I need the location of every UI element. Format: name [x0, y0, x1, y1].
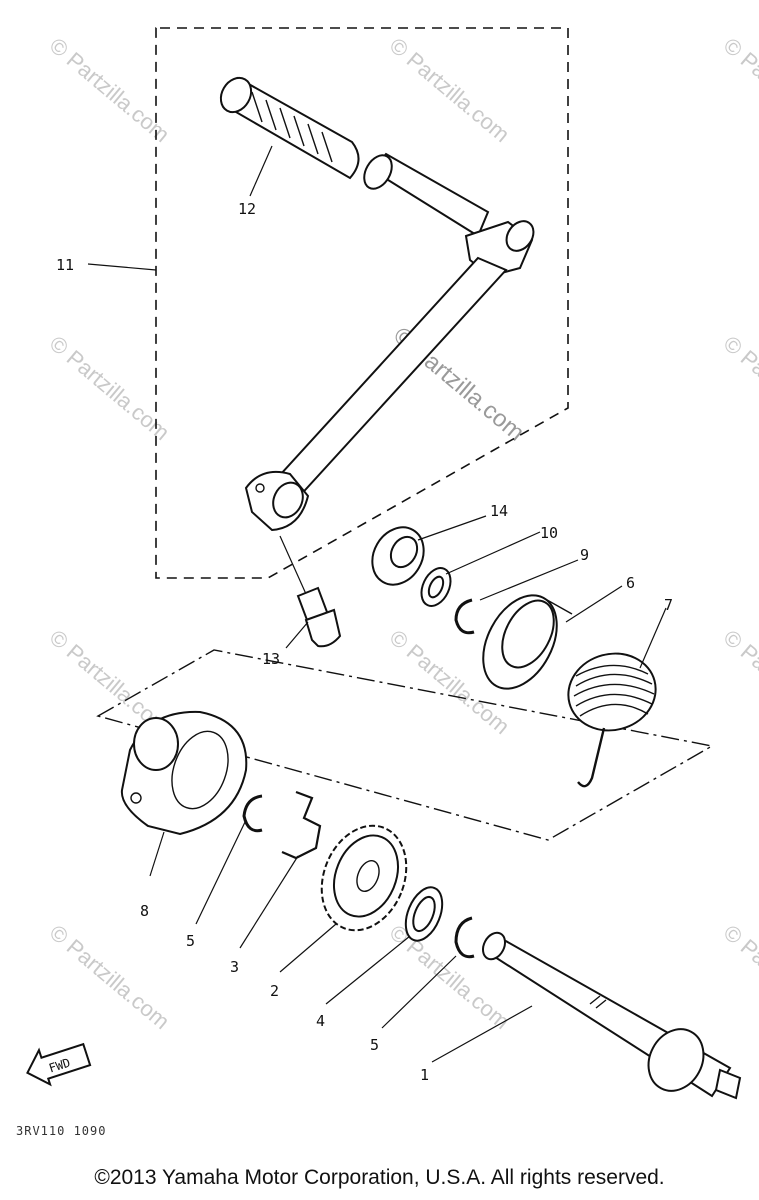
callout-13: 13	[262, 650, 280, 668]
kick-case	[120, 710, 248, 836]
watermark: © Partzilla.com	[45, 331, 175, 445]
bearing	[371, 526, 425, 586]
circlip-upper	[454, 598, 475, 635]
callout-10: 10	[540, 524, 558, 542]
kick-axle	[481, 931, 742, 1100]
watermark: © Partzilla.com	[385, 33, 515, 147]
callout-5-left: 5	[186, 932, 195, 950]
callout-4: 4	[316, 1012, 325, 1030]
callout-labels: 12 11 13 14 10 9 6 7 8 5 3 2 4 5 1	[56, 200, 673, 1084]
callout-9: 9	[580, 546, 589, 564]
leader-lines	[87, 145, 667, 1063]
fwd-label: FWD	[47, 1056, 72, 1076]
kick-gear	[320, 824, 408, 932]
callout-6: 6	[626, 574, 635, 592]
watermark: © Partzilla.com	[719, 331, 759, 445]
washer-lower	[404, 886, 444, 942]
callout-5-right: 5	[370, 1036, 379, 1054]
callout-2: 2	[270, 982, 279, 1000]
callout-1: 1	[420, 1066, 429, 1084]
kick-crank-grip	[219, 76, 360, 180]
kick-axle-group-outline	[96, 649, 714, 841]
watermark: © Partzilla.com	[719, 625, 759, 739]
crank-bolt	[279, 535, 342, 648]
watermark: © Partzilla.com	[719, 920, 759, 1034]
spring-cover	[482, 594, 573, 690]
washer-upper	[420, 567, 452, 607]
circlip-right	[454, 916, 475, 959]
callout-7: 7	[664, 596, 673, 614]
kick-crank-assembly-outline	[155, 27, 569, 579]
watermark: © Partzilla.com	[45, 920, 175, 1034]
callout-12: 12	[238, 200, 256, 218]
callout-3: 3	[230, 958, 239, 976]
watermark: © Partzilla.com	[719, 33, 759, 147]
callout-8: 8	[140, 902, 149, 920]
watermark: © Partzilla.com	[45, 33, 175, 147]
callout-11: 11	[56, 256, 74, 274]
copyright-notice: ©2013 Yamaha Motor Corporation, U.S.A. A…	[94, 1166, 665, 1189]
spring-clip	[281, 790, 322, 860]
kick-crank-arm	[244, 152, 535, 532]
diagram-code: 3RV110 1090	[16, 1124, 107, 1138]
circlip-left	[242, 794, 263, 833]
torsion-spring	[567, 652, 657, 788]
callout-14: 14	[490, 502, 508, 520]
fwd-arrow: FWD	[26, 1042, 92, 1087]
